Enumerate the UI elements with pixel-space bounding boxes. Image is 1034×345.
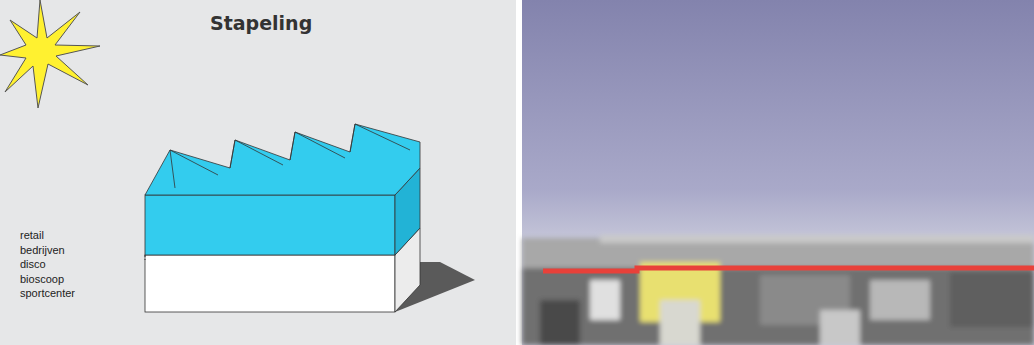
height-line (543, 268, 1034, 271)
function-label: bedrijven (20, 244, 65, 257)
photo-sky (522, 0, 1034, 345)
joint-line (145, 255, 146, 260)
sun-star (0, 0, 100, 108)
sawtooth-roof (145, 124, 420, 195)
roof-ridge (170, 150, 175, 188)
function-label: bioscoop (20, 273, 64, 286)
panel-background (0, 0, 516, 345)
diagram-title: Stapeling (210, 12, 312, 34)
photo-buildings (522, 235, 1034, 345)
roof-ridges (170, 124, 410, 175)
box-front (145, 255, 395, 312)
function-label: sportcenter (20, 287, 75, 300)
function-label: retail (20, 229, 44, 242)
roof-front (145, 195, 395, 255)
function-label: disco (20, 258, 46, 271)
